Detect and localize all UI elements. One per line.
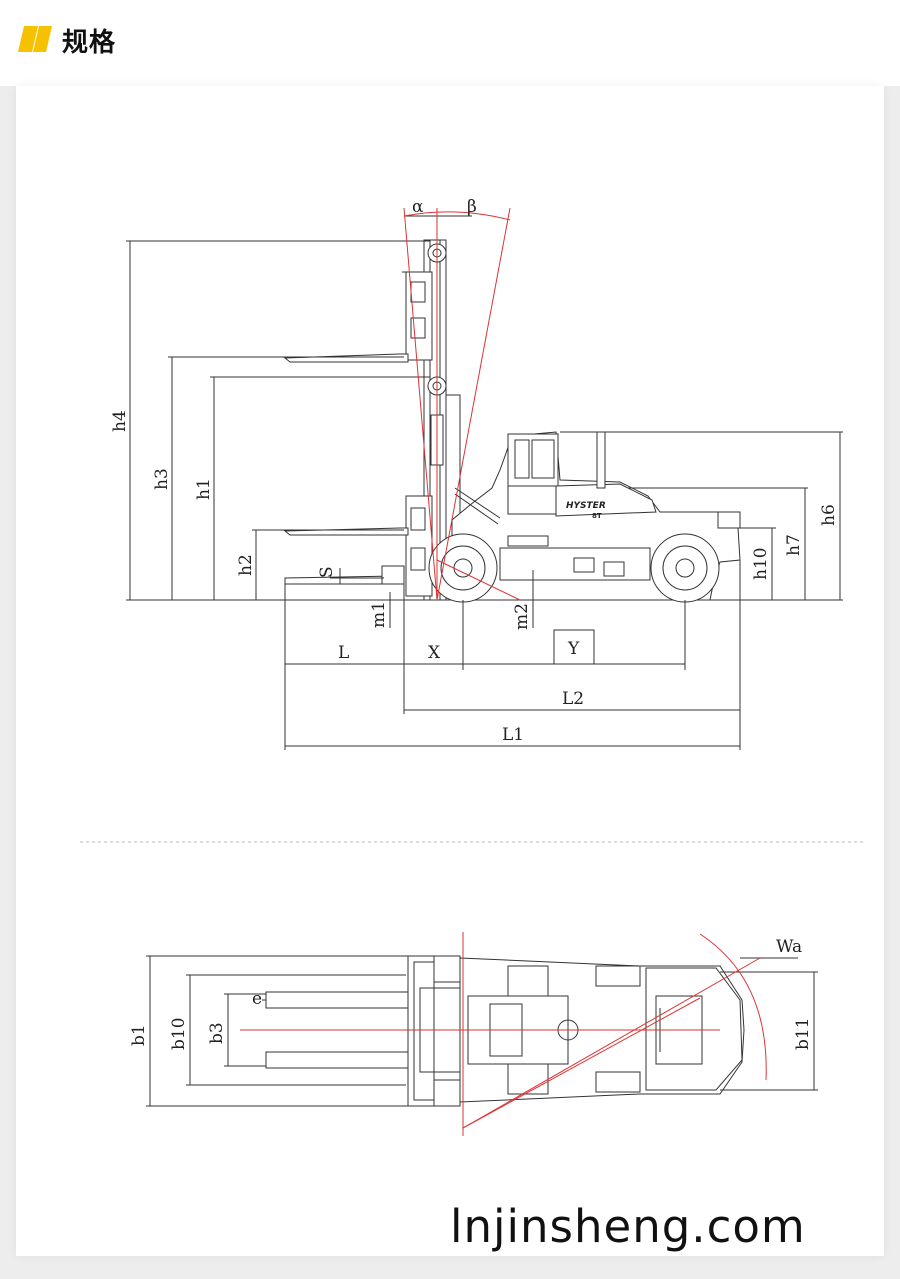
- label-s: S: [317, 566, 337, 578]
- label-h1: h1: [194, 478, 214, 500]
- label-h2: h2: [236, 554, 256, 576]
- label-wa: Wa: [776, 937, 802, 957]
- label-h7: h7: [784, 534, 804, 556]
- label-beta: β: [467, 197, 477, 217]
- label-h4: h4: [110, 410, 130, 432]
- label-y: Y: [567, 639, 580, 659]
- label-e: e: [252, 989, 262, 1009]
- watermark-text: lnjinsheng.com: [450, 1200, 806, 1253]
- label-l1: L1: [502, 725, 524, 745]
- label-h3: h3: [152, 468, 172, 490]
- brand-logo: HYSTER: [566, 501, 606, 511]
- label-b3: b3: [207, 1022, 227, 1044]
- label-h6: h6: [819, 504, 839, 526]
- section-marker-icon: [18, 26, 52, 52]
- section-title: 规格: [62, 28, 117, 58]
- label-b1: b1: [129, 1024, 149, 1046]
- label-x: X: [428, 643, 441, 663]
- model-badge: 8T: [592, 512, 602, 520]
- label-l2: L2: [562, 689, 584, 709]
- label-h10: h10: [751, 547, 771, 580]
- page-header: 规格: [0, 0, 900, 86]
- label-l: L: [338, 643, 349, 663]
- label-alpha: α: [412, 197, 424, 217]
- label-b10: b10: [169, 1017, 189, 1050]
- label-m2: m2: [512, 603, 532, 630]
- label-m1: m1: [369, 601, 389, 628]
- label-b11: b11: [793, 1017, 813, 1050]
